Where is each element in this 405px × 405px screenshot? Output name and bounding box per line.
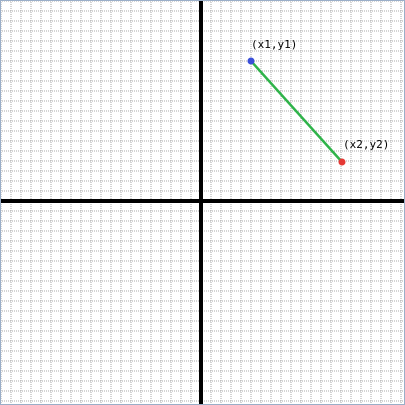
point-2-label: (x2,y2)	[343, 138, 389, 151]
point-2-marker	[338, 158, 346, 166]
point-1-label: (x1,y1)	[251, 38, 297, 51]
line-segment	[249, 59, 344, 164]
point-1-marker	[247, 57, 255, 65]
